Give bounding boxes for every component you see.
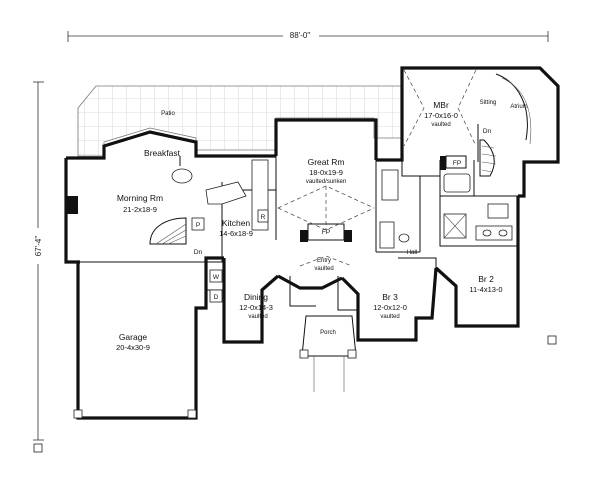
washer-label: W — [213, 274, 220, 281]
room-name: Patio — [161, 111, 175, 117]
dryer — [209, 289, 223, 303]
room-label-breakfast: Breakfast — [144, 148, 181, 158]
exterior-walls — [64, 66, 560, 420]
pantry — [191, 217, 205, 231]
overall-width-label: 88'-0" — [290, 31, 311, 40]
room-dims: 18-0x19-9 — [309, 168, 343, 177]
master-fireplace-label: FP — [453, 160, 461, 167]
room-label-sitting: Sitting — [480, 100, 497, 106]
great-room-fireplace — [300, 223, 352, 242]
master-stair — [479, 139, 497, 177]
room-name: Porch — [320, 330, 336, 336]
overall-depth-label: 67'-4" — [34, 236, 43, 257]
stair-down-label-kitchen: Dn — [194, 249, 203, 256]
washer — [209, 269, 223, 283]
breakfast-table — [171, 168, 193, 184]
room-label-kitchen: Kitchen 14-6x18-9 — [219, 218, 253, 238]
dryer-label: D — [214, 294, 219, 301]
room-label-porch: Porch — [320, 330, 336, 336]
room-name: Morning Rm — [117, 193, 163, 203]
stair-down-label-master: Dn — [483, 128, 492, 135]
room-dims: 12-0x12-0 — [373, 303, 407, 312]
porch-structure — [299, 315, 357, 392]
room-note: vaulted — [380, 314, 399, 320]
room-label-great: Great Rm 18-0x19-9 vaulted/sunken — [306, 157, 346, 185]
refrigerator — [257, 209, 269, 223]
room-name: Kitchen — [222, 218, 251, 228]
room-note: vaulted — [431, 122, 450, 128]
hall-bath-fixtures — [379, 169, 410, 249]
room-name: Breakfast — [144, 148, 181, 158]
room-label-morning: Morning Rm 21-2x18-9 — [117, 193, 163, 214]
room-label-atrium: Atrium — [510, 104, 527, 110]
room-name: Garage — [119, 332, 148, 342]
master-atrium-bay — [495, 73, 532, 145]
room-label-garage: Garage 20-4x30-9 — [116, 332, 150, 352]
room-label-entry: Entry vaulted — [314, 258, 333, 272]
kitchen-island — [205, 181, 247, 205]
morning-room-fireplace — [66, 196, 78, 214]
room-note: vaulted/sunken — [306, 179, 346, 185]
room-name: Br 3 — [382, 292, 398, 302]
room-name: Atrium — [510, 104, 527, 110]
room-dims: 20-4x30-9 — [116, 343, 150, 352]
room-dims: 17-0x16-0 — [424, 111, 458, 120]
master-bath-fixtures — [443, 173, 513, 241]
room-name: Br 2 — [478, 274, 494, 284]
room-label-dining: Dining 12-0x14-3 vaulted — [239, 292, 273, 320]
room-name: Sitting — [480, 100, 497, 106]
room-dims: 11-4x13-0 — [469, 285, 502, 294]
room-label-br3: Br 3 12-0x12-0 vaulted — [373, 292, 407, 320]
room-note: vaulted — [248, 314, 267, 320]
room-name: Dining — [244, 292, 268, 302]
room-dims: 12-0x14-3 — [239, 303, 273, 312]
pantry-label: P — [196, 222, 200, 229]
room-label-br2: Br 2 11-4x13-0 — [469, 274, 502, 294]
room-dims: 14-6x18-9 — [219, 229, 253, 238]
room-note: vaulted — [314, 266, 333, 272]
master-vault-lines — [403, 69, 477, 147]
room-name: Entry — [317, 258, 331, 264]
depth-dimension-line — [32, 81, 44, 441]
room-name: Great Rm — [308, 157, 345, 167]
room-name: Hall — [407, 250, 417, 256]
great-room-vault-lines — [277, 185, 375, 267]
master-fireplace — [440, 155, 467, 170]
width-dimension-line — [67, 29, 549, 42]
room-label-mbr: MBr 17-0x16-0 vaulted — [424, 100, 458, 128]
great-room-fireplace-label: FP — [322, 229, 330, 236]
room-dims: 21-2x18-9 — [123, 205, 157, 214]
refrigerator-label: R — [261, 214, 266, 221]
room-name: MBr — [433, 100, 449, 110]
room-label-hall: Hall — [407, 250, 417, 256]
garage-door-markers — [33, 335, 557, 453]
room-label-patio: Patio — [161, 111, 175, 117]
morning-room-stair — [149, 217, 187, 245]
